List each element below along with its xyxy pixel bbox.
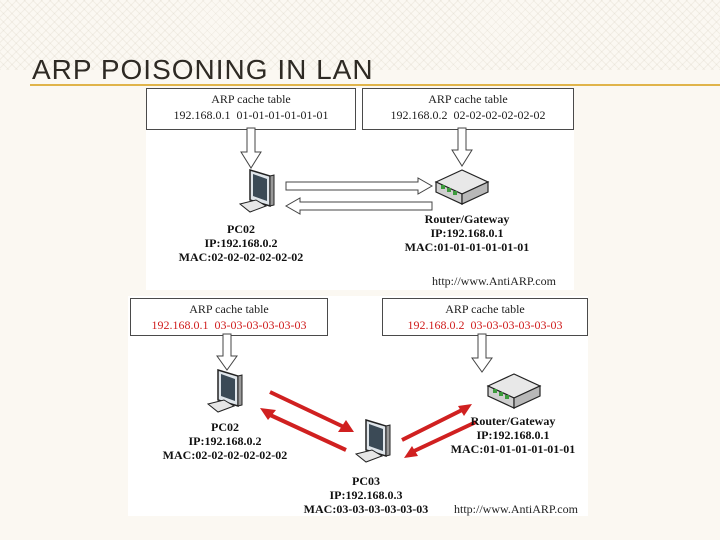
- cache-mac: 02-02-02-02-02-02: [453, 108, 546, 122]
- normal-arp-diagram: ARP cache table 192.168.0.1 01-01-01-01-…: [146, 88, 574, 290]
- router-label: Router/Gateway IP:192.168.0.1 MAC:01-01-…: [392, 212, 542, 254]
- pc02-mac: MAC:02-02-02-02-02-02: [162, 448, 288, 462]
- computer-icon: [354, 418, 391, 463]
- arrow-left-icon: [284, 197, 433, 215]
- poison-arrow-icon: [260, 408, 347, 452]
- pc03-name: PC03: [352, 474, 380, 488]
- arrow-right-icon: [285, 177, 434, 195]
- router-label: Router/Gateway IP:192.168.0.1 MAC:01-01-…: [438, 414, 588, 456]
- slide-title: ARP POISONING IN LAN: [32, 54, 374, 85]
- router-name: Router/Gateway: [424, 212, 510, 226]
- pc02-name: PC02: [211, 420, 239, 434]
- title-rule: [30, 84, 720, 86]
- arrow-down-icon: [216, 333, 238, 371]
- arrow-down-icon: [471, 333, 493, 373]
- cache-ip: 192.168.0.1: [151, 318, 209, 332]
- cache-title: ARP cache table: [445, 302, 525, 316]
- pc02-poisoned-arp-cache-table: ARP cache table 192.168.0.1 03-03-03-03-…: [130, 298, 328, 336]
- router-mac: MAC:01-01-01-01-01-01: [450, 442, 576, 456]
- pc03-label: PC03 IP:192.168.0.3 MAC:03-03-03-03-03-0…: [298, 474, 434, 516]
- cache-mac: 03-03-03-03-03-03: [470, 318, 563, 332]
- router-ip: IP:192.168.0.1: [476, 428, 550, 442]
- pc02-label: PC02 IP:192.168.0.2 MAC:02-02-02-02-02-0…: [176, 222, 306, 264]
- computer-icon: [206, 368, 243, 413]
- poison-arrow-icon: [269, 390, 354, 432]
- router-mac: MAC:01-01-01-01-01-01: [404, 240, 530, 254]
- router-poisoned-arp-cache-table: ARP cache table 192.168.0.2 03-03-03-03-…: [382, 298, 588, 336]
- poison-arrow-icon: [401, 404, 472, 442]
- arrow-down-icon: [451, 127, 473, 167]
- router-icon: [486, 373, 542, 409]
- cache-ip: 192.168.0.2: [407, 318, 465, 332]
- cache-ip: 192.168.0.1: [173, 108, 231, 122]
- cache-mac: 03-03-03-03-03-03: [214, 318, 307, 332]
- poison-arrow-icon: [404, 420, 477, 458]
- pc03-ip: IP:192.168.0.3: [329, 488, 403, 502]
- background-pattern: [0, 0, 720, 70]
- pc02-ip: IP:192.168.0.2: [204, 236, 278, 250]
- pc02-name: PC02: [227, 222, 255, 236]
- cache-ip: 192.168.0.2: [390, 108, 448, 122]
- cache-title: ARP cache table: [428, 92, 508, 106]
- poisoned-arp-diagram: ARP cache table 192.168.0.1 03-03-03-03-…: [128, 296, 588, 516]
- router-arp-cache-table: ARP cache table 192.168.0.2 02-02-02-02-…: [362, 88, 574, 130]
- cache-title: ARP cache table: [189, 302, 269, 316]
- router-icon: [434, 169, 490, 205]
- pc02-ip: IP:192.168.0.2: [188, 434, 262, 448]
- cache-title: ARP cache table: [211, 92, 291, 106]
- computer-icon: [238, 168, 275, 213]
- cache-mac: 01-01-01-01-01-01: [236, 108, 329, 122]
- arrow-down-icon: [240, 127, 262, 169]
- source-url: http://www.AntiARP.com: [454, 502, 578, 516]
- pc02-label: PC02 IP:192.168.0.2 MAC:02-02-02-02-02-0…: [160, 420, 290, 462]
- pc02-arp-cache-table: ARP cache table 192.168.0.1 01-01-01-01-…: [146, 88, 356, 130]
- source-url: http://www.AntiARP.com: [432, 274, 556, 288]
- router-ip: IP:192.168.0.1: [430, 226, 504, 240]
- router-name: Router/Gateway: [470, 414, 556, 428]
- pc03-mac: MAC:03-03-03-03-03-03: [303, 502, 429, 516]
- pc02-mac: MAC:02-02-02-02-02-02: [178, 250, 304, 264]
